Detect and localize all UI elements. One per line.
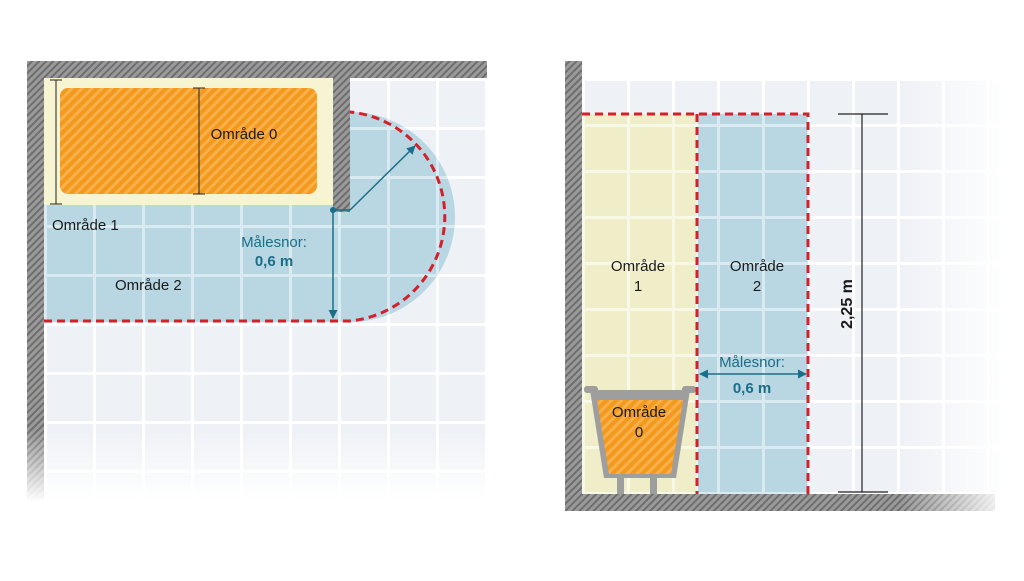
zone-2-column — [698, 114, 808, 494]
bathtub-zone-0 — [60, 88, 317, 194]
wall-partition — [333, 78, 350, 212]
floor-fade — [900, 494, 1010, 511]
zone-2-boundary — [44, 110, 447, 323]
left-measure-value: 0,6 m — [255, 253, 293, 270]
measure-arrow-diagonal — [349, 145, 416, 211]
right-zone-1-label-line2: 1 — [634, 278, 642, 295]
wall-top — [27, 61, 487, 78]
tub-leg-right — [650, 476, 657, 494]
left-measure-label: Målesnor: — [241, 234, 307, 251]
left-zone-1-label: Område 1 — [52, 217, 119, 234]
zone-outer-boundary — [582, 112, 810, 494]
right-zone-0-label-line2: 0 — [635, 424, 643, 441]
fade-bottom — [44, 430, 488, 500]
bathtub-zone-0 — [597, 400, 683, 474]
right-measure-value: 0,6 m — [733, 380, 771, 397]
left-zone-2-label: Område 2 — [115, 277, 182, 294]
right-elevation-view: Område 1 Område 2 Målesnor: 0,6 m Område… — [565, 60, 1010, 511]
fade-right — [900, 60, 1010, 500]
wall-left — [27, 61, 44, 501]
height-label: 2,25 m — [839, 279, 856, 329]
left-plan-view: Område 0 Område 1 Område 2 Målesnor: 0,6… — [27, 61, 488, 502]
right-wall-left — [565, 61, 582, 511]
right-zone-2-label-line2: 2 — [753, 278, 761, 295]
wall-left-fade — [27, 430, 44, 502]
right-zone-2-label-line1: Område — [730, 258, 784, 275]
right-measure-label: Målesnor: — [719, 354, 785, 371]
zone-2-area — [44, 110, 455, 322]
right-zone-0-label-line1: Område — [612, 404, 666, 421]
left-zone-0-label: Område 0 — [211, 126, 278, 143]
right-zone-1-label-line1: Område — [611, 258, 665, 275]
tub-leg-left — [617, 476, 624, 494]
right-floor — [565, 494, 995, 511]
